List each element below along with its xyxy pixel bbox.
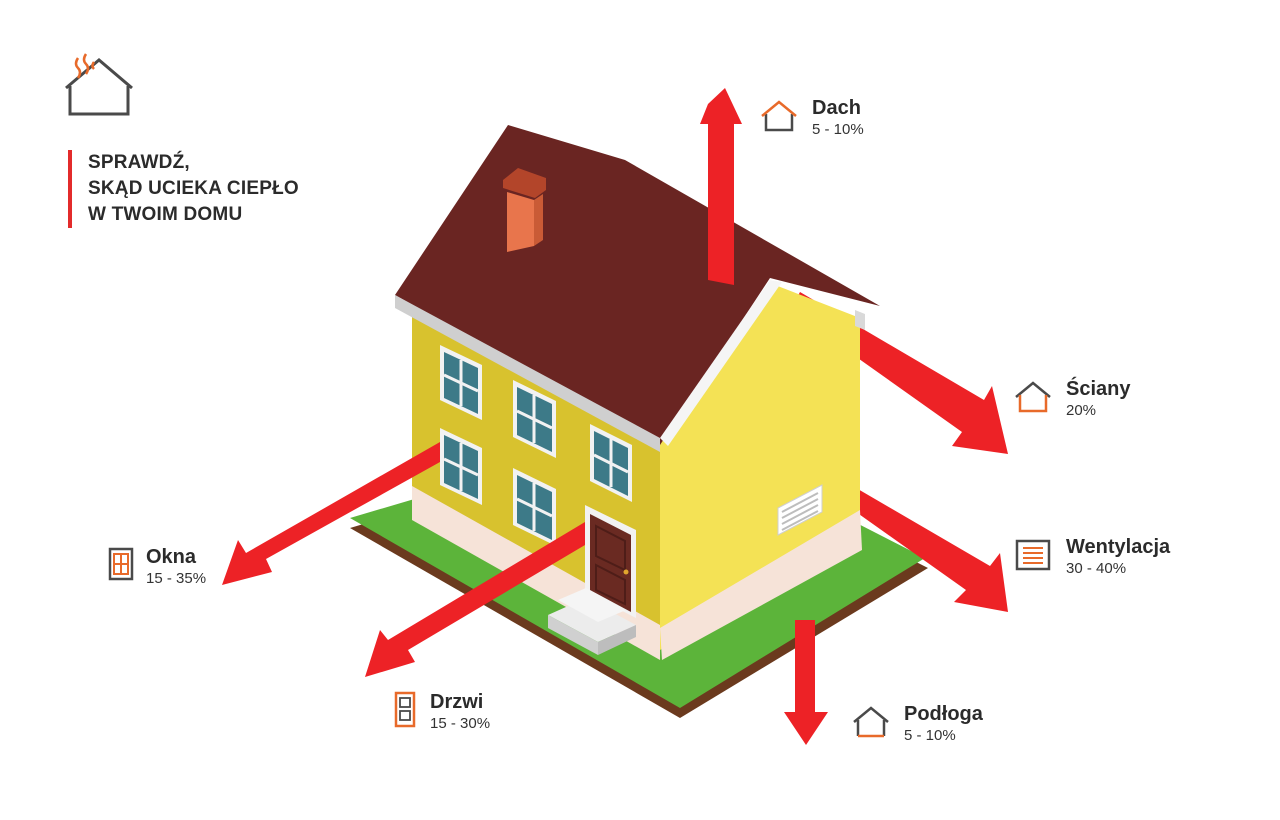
window-icon	[108, 547, 134, 581]
windows	[440, 345, 632, 546]
window	[440, 428, 482, 505]
headline-line-1: SPRAWDŹ,	[88, 152, 190, 173]
arrow-okna	[222, 442, 440, 585]
entrance-steps	[548, 588, 636, 655]
door-icon	[394, 691, 416, 728]
window	[513, 380, 556, 458]
headline-line-2: SKĄD UCIEKA CIEPŁO	[88, 178, 299, 199]
label-drzwi: Drzwi 15 - 30%	[390, 690, 490, 734]
headline-line-3: W TWOIM DOMU	[88, 204, 243, 225]
headline: SPRAWDŹ, SKĄD UCIEKA CIEPŁO W TWOIM DOMU	[68, 150, 299, 228]
window	[513, 468, 556, 546]
arrow-drzwi	[365, 522, 585, 677]
front-door	[585, 505, 636, 618]
label-name: Okna	[146, 546, 197, 568]
label-percent: 5 - 10%	[812, 121, 864, 138]
label-percent: 30 - 40%	[1066, 560, 1127, 577]
label-dach: Dach 5 - 10%	[760, 96, 864, 140]
arrow-podloga	[784, 620, 828, 745]
label-name: Wentylacja	[1066, 536, 1171, 558]
label-name: Dach	[812, 97, 861, 119]
label-name: Podłoga	[904, 703, 983, 725]
label-sciany: Ściany 20%	[1014, 377, 1130, 421]
chimney	[503, 168, 546, 252]
vent-grille-icon	[1015, 539, 1051, 571]
label-wentylacja: Wentylacja 30 - 40%	[1014, 535, 1170, 579]
label-percent: 5 - 10%	[904, 727, 956, 744]
label-percent: 15 - 30%	[430, 715, 491, 732]
house-outline-icon	[1015, 381, 1051, 413]
label-okna: Okna 15 - 35%	[106, 545, 206, 589]
label-name: Drzwi	[430, 691, 484, 713]
house-outline-icon	[853, 706, 889, 738]
label-percent: 20%	[1066, 402, 1097, 419]
house-heat-icon	[65, 53, 133, 116]
arrow-dach	[700, 88, 742, 285]
arrow-wentylacja	[825, 478, 1008, 612]
label-percent: 15 - 35%	[146, 570, 207, 587]
label-podloga: Podłoga 5 - 10%	[852, 702, 983, 746]
label-name: Ściany	[1066, 378, 1131, 400]
house-outline-icon	[761, 100, 797, 132]
window	[590, 424, 632, 502]
vent-grille	[777, 484, 823, 536]
window	[440, 345, 482, 420]
